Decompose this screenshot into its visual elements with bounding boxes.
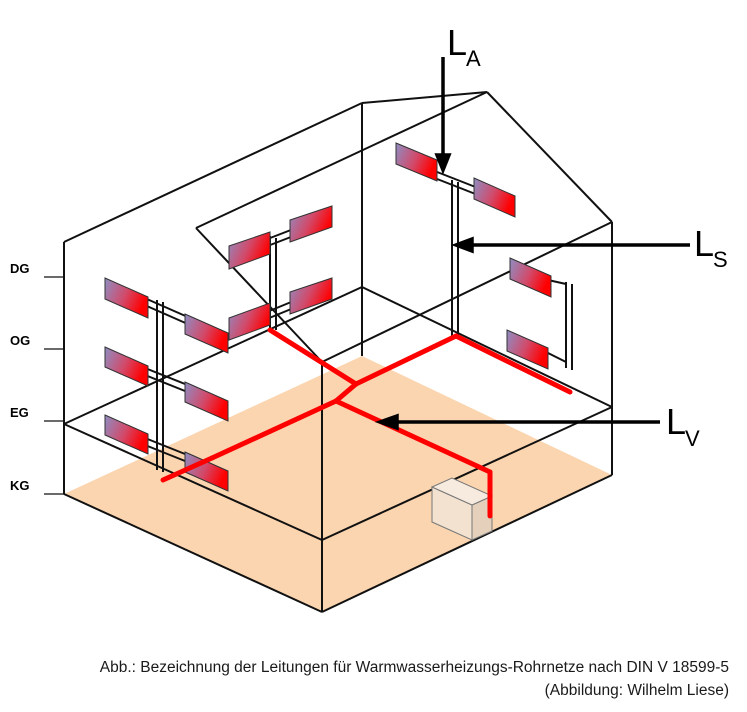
- label-lv-main: L: [666, 401, 686, 442]
- radiators: [104, 142, 552, 492]
- label-ls: L S: [694, 223, 728, 272]
- label-ls-sub: S: [713, 247, 728, 272]
- radiator: [228, 231, 271, 270]
- label-lv: L V: [666, 401, 700, 451]
- basement-floor: [64, 356, 612, 612]
- floor-label-kg: KG: [10, 478, 30, 493]
- radiator: [509, 257, 552, 298]
- radiator: [228, 302, 271, 341]
- label-ls-main: L: [694, 223, 714, 264]
- radiator: [184, 451, 229, 492]
- label-lv-sub: V: [685, 426, 700, 451]
- distribution-pipes: [160, 327, 573, 518]
- house-outline: [63, 91, 613, 613]
- radiator: [289, 277, 333, 315]
- floor-label-eg: EG: [10, 405, 29, 420]
- floor-label-dg: DG: [10, 261, 30, 276]
- radiator: [473, 177, 516, 218]
- floor-label-og: OG: [10, 333, 30, 348]
- figure-credit: (Abbildung: Wilhelm Liese): [544, 682, 729, 699]
- radiator: [104, 277, 149, 319]
- radiator: [395, 142, 438, 182]
- radiator: [289, 205, 333, 243]
- radiator: [506, 329, 549, 370]
- figure-caption: Abb.: Bezeichnung der Leitungen für Warm…: [99, 659, 729, 676]
- radiator: [104, 346, 149, 387]
- label-la-main: L: [447, 22, 467, 63]
- radiator: [104, 414, 149, 455]
- callout-arrows: [374, 57, 690, 431]
- radiator: [184, 313, 229, 354]
- radiator: [184, 381, 229, 422]
- floor-leaders: [44, 276, 64, 495]
- label-la-sub: A: [466, 46, 481, 71]
- label-la: L A: [447, 22, 481, 71]
